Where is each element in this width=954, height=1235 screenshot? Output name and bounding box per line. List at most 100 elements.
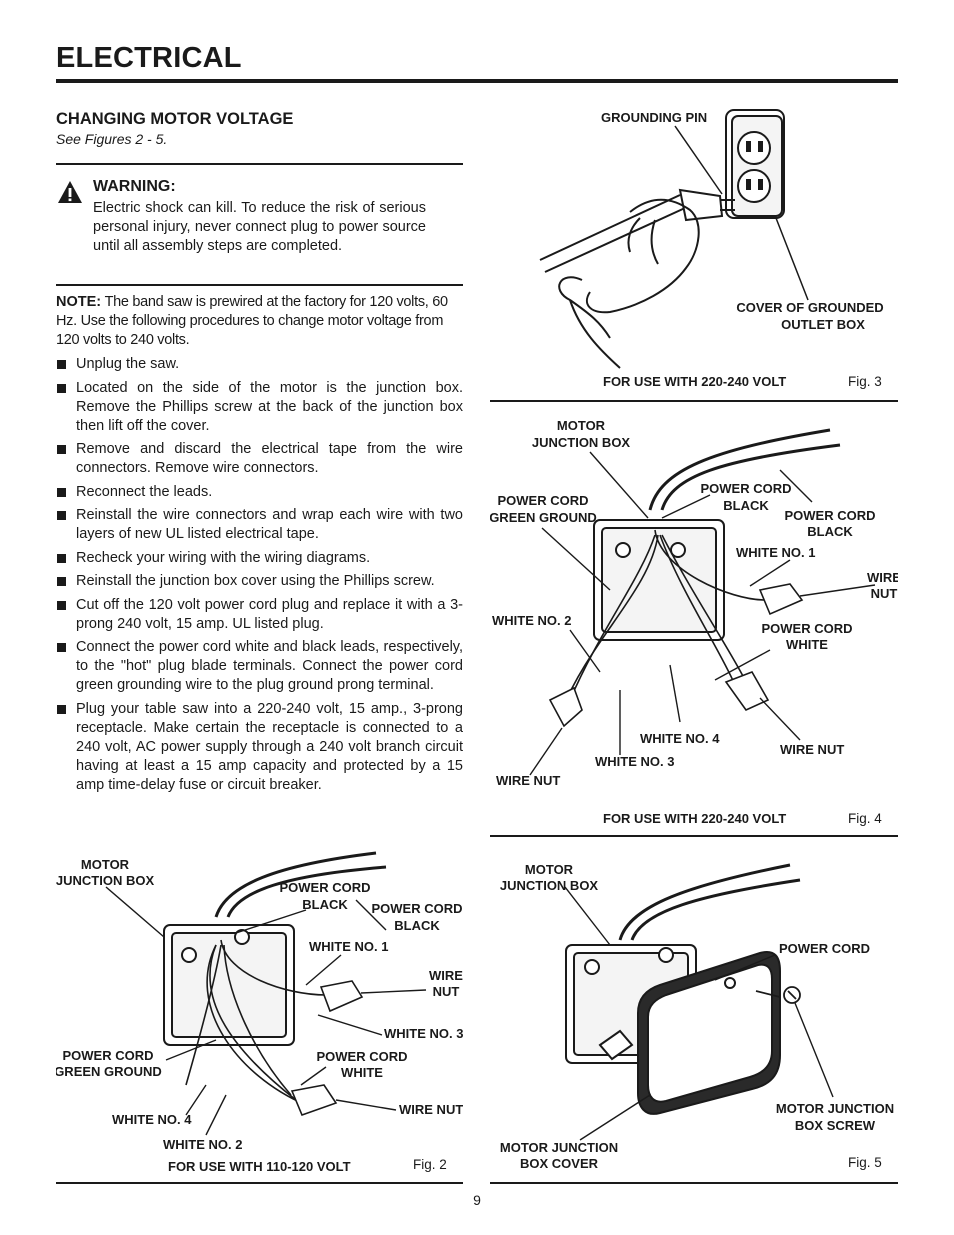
label-pc-black: BLACK	[302, 897, 348, 912]
bullet-icon	[57, 511, 66, 520]
label-white1: WHITE NO. 1	[736, 545, 815, 560]
label-pc-black: BLACK	[807, 524, 853, 539]
section-title: CHANGING MOTOR VOLTAGE	[56, 110, 294, 128]
label-pc-black: BLACK	[723, 498, 769, 513]
label-pc-white: WHITE	[786, 637, 828, 652]
list-item: Reinstall the wire connectors and wrap e…	[56, 506, 463, 544]
steps-list: Unplug the saw. Located on the side of t…	[56, 355, 463, 799]
page-number: 9	[473, 1192, 481, 1208]
label-motor-jb: MOTOR	[81, 857, 130, 872]
bullet-icon	[57, 445, 66, 454]
label-cover: OUTLET BOX	[781, 317, 865, 332]
leader-lines	[105, 886, 427, 1136]
junction-box-illustration	[593, 428, 841, 641]
figure-number: Fig. 2	[413, 1157, 447, 1172]
junction-box-illustration	[163, 851, 387, 1046]
label-pc-black: POWER CORD	[280, 880, 371, 895]
label-pc-green: POWER CORD	[63, 1048, 154, 1063]
bullet-icon	[57, 643, 66, 652]
divider	[56, 1182, 463, 1184]
figure-caption: FOR USE WITH 220-240 VOLT	[603, 811, 786, 826]
list-item: Located on the side of the motor is the …	[56, 379, 463, 436]
junction-box-cover-illustration	[637, 951, 781, 1115]
list-item: Plug your table saw into a 220-240 volt,…	[56, 700, 463, 795]
list-item: Connect the power cord white and black l…	[56, 638, 463, 695]
bullet-icon	[57, 360, 66, 369]
divider	[56, 163, 463, 165]
label-white4: WHITE NO. 4	[640, 731, 720, 746]
figure-number: Fig. 5	[848, 1155, 882, 1170]
label-pc-black: BLACK	[394, 918, 440, 933]
label-pc-white: POWER CORD	[317, 1049, 408, 1064]
bullet-icon	[57, 487, 66, 497]
leader-lines	[674, 125, 809, 301]
bullet-icon	[57, 577, 66, 586]
figure-number: Fig. 3	[848, 374, 882, 389]
warning-title: WARNING:	[93, 178, 176, 195]
list-item: Cut off the 120 volt power cord plug and…	[56, 596, 463, 634]
divider	[56, 284, 463, 286]
label-wire-nut: WIRE NUT	[496, 773, 560, 788]
list-item: Recheck your wiring with the wiring diag…	[56, 549, 463, 568]
label-power-cord: POWER CORD	[779, 941, 870, 956]
label-pc-black: POWER CORD	[372, 901, 463, 916]
list-item: Reinstall the junction box cover using t…	[56, 572, 463, 591]
label-white2: WHITE NO. 2	[492, 613, 571, 628]
label-white1: WHITE NO. 1	[309, 939, 388, 954]
label-pc-green: GREEN GROUND	[56, 1064, 162, 1079]
bullet-icon	[57, 704, 66, 714]
page-title: ELECTRICAL	[56, 42, 242, 74]
note-paragraph: NOTE: The band saw is prewired at the fa…	[56, 293, 463, 350]
label-pc-green: POWER CORD	[498, 493, 589, 508]
label-motor-jb: JUNCTION BOX	[56, 873, 154, 888]
label-motor-jb: MOTOR	[557, 418, 606, 433]
list-item: Remove and discard the electrical tape f…	[56, 440, 463, 478]
label-screw: BOX SCREW	[795, 1118, 876, 1133]
label-wire-nut: NUT	[871, 586, 898, 601]
label-motor-jb: MOTOR	[525, 862, 574, 877]
label-pc-black: POWER CORD	[701, 481, 792, 496]
label-pc-black: POWER CORD	[785, 508, 876, 523]
list-item: Reconnect the leads.	[56, 483, 463, 502]
label-motor-jb: JUNCTION BOX	[532, 435, 631, 450]
wire-nuts	[548, 583, 804, 728]
label-wire-nut: WIRE NUT	[399, 1102, 463, 1117]
wires	[185, 939, 327, 1106]
figure-5: MOTOR JUNCTION BOX POWER CORD MOTOR JUNC…	[500, 862, 894, 1171]
label-wire-nut: WIRE	[429, 968, 463, 983]
divider	[490, 1182, 898, 1184]
label-white2: WHITE NO. 2	[163, 1137, 242, 1152]
title-rule	[56, 79, 898, 83]
plug-and-hand-illustration	[539, 188, 735, 369]
figure-3: GROUNDING PIN COVER OF GROUNDED OUTLET B…	[539, 109, 884, 389]
label-wire-nut: WIRE	[867, 570, 898, 585]
figure-4: MOTOR JUNCTION BOX POWER CORD GREEN GROU…	[490, 418, 898, 826]
list-item: Unplug the saw.	[56, 355, 463, 374]
leader-lines	[564, 886, 834, 1141]
figure-caption: FOR USE WITH 110-120 VOLT	[168, 1159, 351, 1174]
label-cover: BOX COVER	[520, 1156, 599, 1171]
section-subtitle: See Figures 2 - 5.	[56, 131, 168, 147]
label-pc-white: POWER CORD	[762, 621, 853, 636]
figure-2: MOTOR JUNCTION BOX POWER CORD BLACK POWE…	[56, 851, 463, 1174]
figure-caption: FOR USE WITH 220-240 VOLT	[603, 374, 786, 389]
divider	[490, 400, 898, 402]
screw-illustration	[755, 986, 801, 1004]
label-pc-green: GREEN GROUND	[490, 510, 597, 525]
figure-number: Fig. 4	[848, 811, 882, 826]
wire-nuts	[290, 980, 364, 1117]
outlet-box-illustration	[725, 109, 785, 219]
divider	[490, 835, 898, 837]
label-white3: WHITE NO. 3	[595, 754, 674, 769]
note-text: The band saw is prewired at the factory …	[56, 294, 448, 348]
bullet-icon	[57, 553, 66, 563]
label-white4: WHITE NO. 4	[112, 1112, 192, 1127]
bullet-icon	[57, 383, 66, 393]
warning-icon	[58, 181, 82, 203]
label-wire-nut: NUT	[433, 984, 460, 999]
label-cover: COVER OF GROUNDED	[736, 300, 883, 315]
label-motor-jb: JUNCTION BOX	[500, 878, 599, 893]
label-cover: MOTOR JUNCTION	[500, 1140, 618, 1155]
bullet-icon	[57, 600, 66, 610]
note-label: NOTE:	[56, 294, 102, 310]
